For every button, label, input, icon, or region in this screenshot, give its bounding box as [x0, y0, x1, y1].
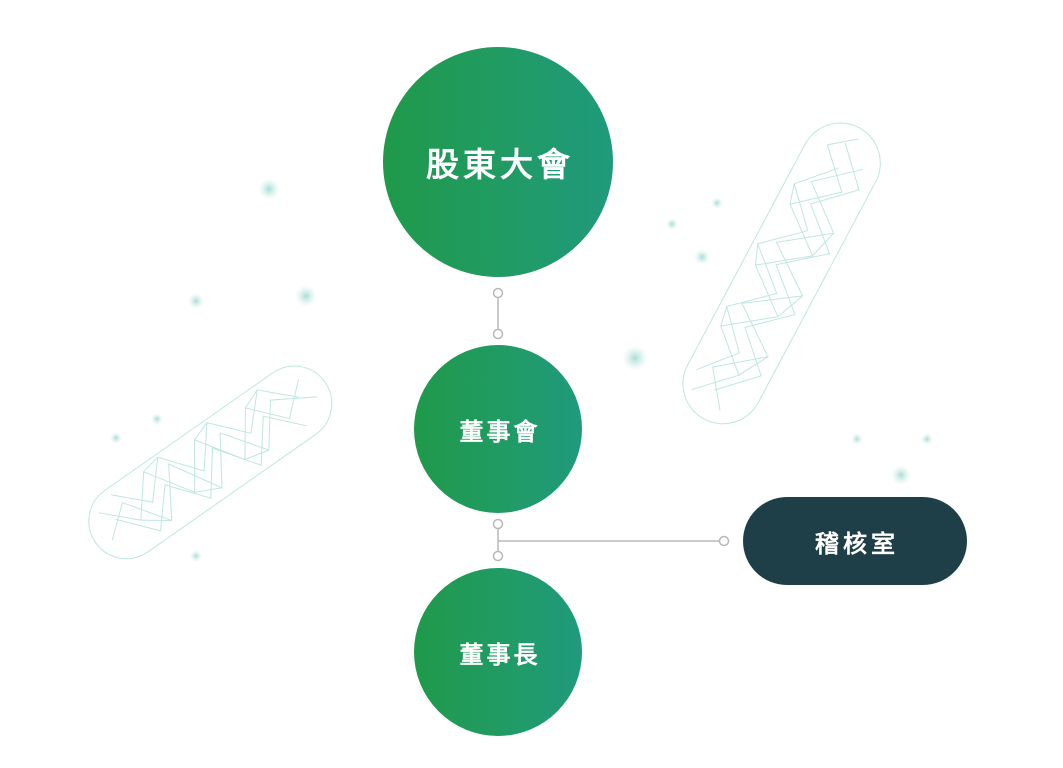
node-audit-office: 稽核室	[743, 497, 967, 585]
connector-board-chairman	[492, 518, 504, 562]
node-chairman: 董事長	[414, 568, 582, 736]
node-label: 股東大會	[426, 145, 574, 184]
node-label: 董事長	[459, 640, 541, 669]
connector-board-audit	[498, 535, 730, 547]
left-capsule-decoration	[88, 365, 333, 560]
node-board-of-directors: 董事會	[414, 345, 582, 513]
right-capsule-decoration	[682, 122, 881, 425]
floating-dots	[110, 178, 933, 562]
node-shareholders-meeting: 股東大會	[383, 47, 613, 277]
connector-shareholders-board	[492, 287, 504, 340]
node-label: 稽核室	[815, 529, 899, 558]
node-label: 董事會	[459, 417, 541, 446]
